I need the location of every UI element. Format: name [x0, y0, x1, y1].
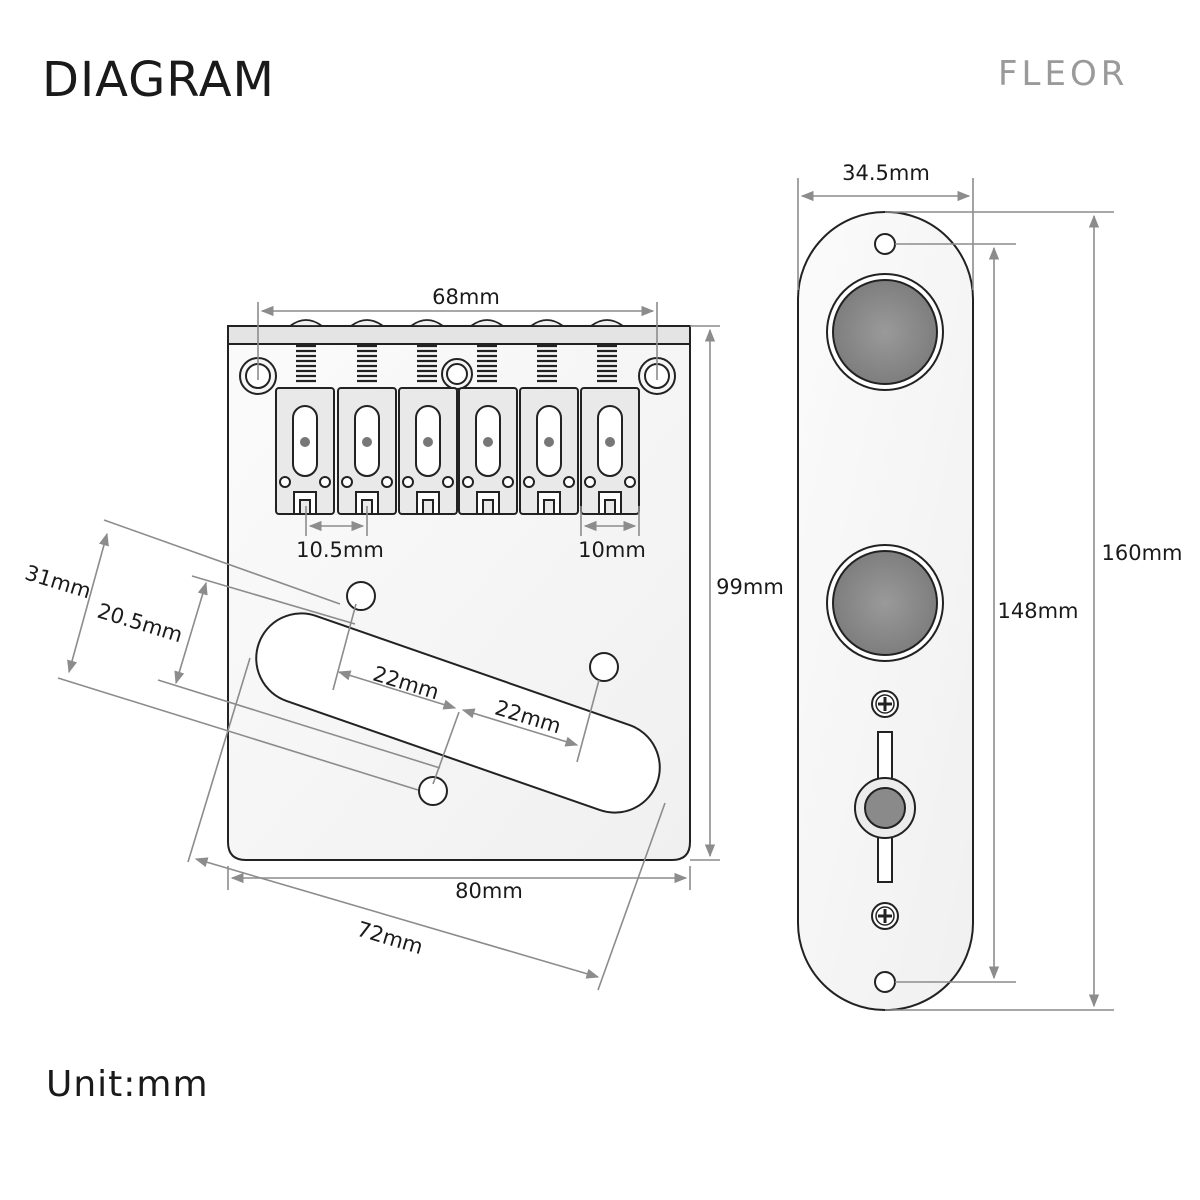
unit-label: Unit:mm: [46, 1064, 209, 1105]
dim-label-plate-length: 160mm: [1102, 541, 1183, 565]
saddle: [519, 387, 579, 515]
control-plate-hole-bottom: [874, 971, 896, 993]
volume-knob-hole: [826, 273, 944, 391]
bridge-center-hole: [441, 358, 473, 390]
dim-label-saddle-span: 68mm: [432, 285, 500, 309]
dim-label-saddle-spacing: 10.5mm: [296, 538, 384, 562]
control-plate-hole-top: [874, 233, 896, 255]
saddle: [337, 387, 397, 515]
bridge-plate: [227, 319, 691, 861]
saddle: [275, 387, 335, 515]
intonation-screw-heads: [287, 319, 626, 327]
intonation-springs: [296, 344, 617, 383]
pickup-hole-bottom: [418, 776, 448, 806]
control-plate-dimension-lines: [797, 178, 1114, 1011]
pickup-hole-top: [346, 581, 376, 611]
screw-icon: [871, 902, 899, 930]
dim-label-bridge-height: 99mm: [716, 575, 784, 599]
brand-logo: FLEOR: [998, 54, 1129, 94]
dim-label-saddle-width: 10mm: [578, 538, 646, 562]
saddle: [398, 387, 458, 515]
dim-label-bridge-width: 80mm: [455, 879, 523, 903]
dim-label-plate-hole-spacing: 148mm: [998, 599, 1079, 623]
dim-label-pickup-inner: 20.5mm: [95, 599, 186, 648]
pickup-selector-switch: [854, 731, 916, 883]
pickup-hole-right: [589, 652, 619, 682]
saddle: [580, 387, 640, 515]
bridge-dimension-lines: [57, 302, 720, 991]
dim-label-pickup-outer: 31mm: [22, 561, 94, 604]
tone-knob-hole: [826, 544, 944, 662]
screw-icon: [871, 690, 899, 718]
control-plate: [797, 211, 974, 1011]
diagram-title: DIAGRAM: [42, 52, 275, 108]
saddle: [458, 387, 518, 515]
dim-label-plate-width: 34.5mm: [842, 161, 930, 185]
